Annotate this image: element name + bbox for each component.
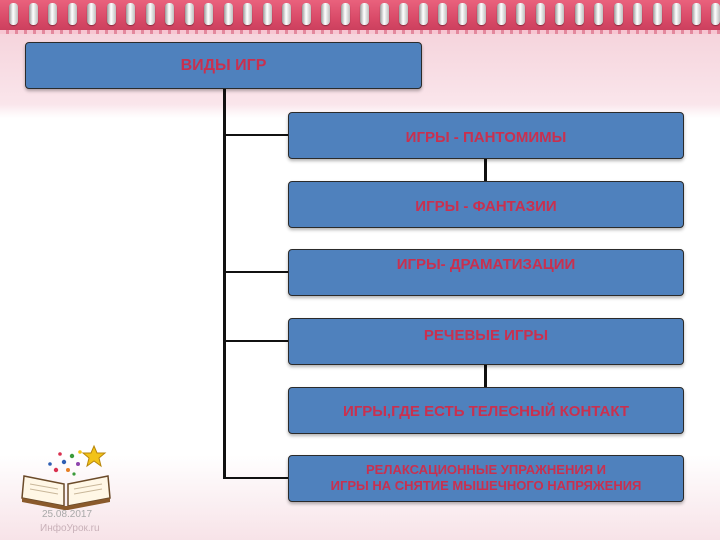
binding-ring: [672, 3, 681, 25]
binding-ring: [302, 3, 311, 25]
connector-link-4-5: [484, 365, 487, 387]
binding-ring: [204, 3, 213, 25]
connector-branch-4: [223, 340, 288, 342]
binding-ring: [536, 3, 545, 25]
binding-ring: [380, 3, 389, 25]
connector-branch-1: [223, 134, 288, 136]
binding-ring: [614, 3, 623, 25]
node-label: ИГРЫ- ДРАМАТИЗАЦИИ: [396, 256, 576, 273]
binding-ring: [497, 3, 506, 25]
node-label-line-2: ИГРЫ НА СНЯТИЕ МЫШЕЧНОГО НАПРЯЖЕНИЯ: [330, 478, 642, 493]
binding-ring: [48, 3, 57, 25]
binding-ring: [87, 3, 96, 25]
binding-ring: [594, 3, 603, 25]
binding-ring: [360, 3, 369, 25]
binding-ring: [477, 3, 486, 25]
node-label: РЕЧЕВЫЕ ИГРЫ: [423, 327, 549, 344]
binding-ring: [555, 3, 564, 25]
connector-link-1-2: [484, 159, 487, 181]
binding-ring: [9, 3, 18, 25]
binding-ring: [321, 3, 330, 25]
binding-ring: [263, 3, 272, 25]
node-speech-games: РЕЧЕВЫЕ ИГРЫ: [288, 318, 684, 365]
binding-ring: [399, 3, 408, 25]
binding-ring: [419, 3, 428, 25]
node-pantomime-games: ИГРЫ - ПАНТОМИМЫ: [288, 112, 684, 159]
binding-ring: [711, 3, 720, 25]
binding-ring: [516, 3, 525, 25]
connector-trunk: [223, 89, 226, 479]
binding-ring: [165, 3, 174, 25]
binding-ring: [575, 3, 584, 25]
node-label: ИГРЫ - ФАНТАЗИИ: [415, 198, 557, 215]
open-book-stars-logo: [21, 444, 111, 510]
root-node-label: ВИДЫ ИГР: [180, 57, 267, 74]
binding-ring: [68, 3, 77, 25]
node-fantasy-games: ИГРЫ - ФАНТАЗИИ: [288, 181, 684, 228]
node-body-contact-games: ИГРЫ,ГДЕ ЕСТЬ ТЕЛЕСНЫЙ КОНТАКТ: [288, 387, 684, 434]
binding-ring: [458, 3, 467, 25]
node-label: ИГРЫ - ПАНТОМИМЫ: [405, 129, 567, 146]
node-label: ИГРЫ,ГДЕ ЕСТЬ ТЕЛЕСНЫЙ КОНТАКТ: [342, 403, 630, 420]
node-relaxation-exercises: РЕЛАКСАЦИОННЫЕ УПРАЖНЕНИЯ И ИГРЫ НА СНЯТ…: [288, 455, 684, 502]
binding-ring: [341, 3, 350, 25]
binding-ring: [126, 3, 135, 25]
binding-stripe: [0, 30, 720, 34]
connector-branch-3: [223, 271, 288, 273]
binding-ring: [653, 3, 662, 25]
binding-ring: [633, 3, 642, 25]
footer-site: ИнфоУрок.ru: [40, 523, 100, 534]
node-dramatization-games: ИГРЫ- ДРАМАТИЗАЦИИ: [288, 249, 684, 296]
binding-ring: [29, 3, 38, 25]
binding-ring: [107, 3, 116, 25]
binding-ring: [224, 3, 233, 25]
node-label-line-1: РЕЛАКСАЦИОННЫЕ УПРАЖНЕНИЯ И: [366, 462, 606, 477]
footer-date: 25.08.2017: [42, 509, 93, 520]
binding-ring: [185, 3, 194, 25]
binding-ring: [438, 3, 447, 25]
binding-ring: [243, 3, 252, 25]
binding-ring: [146, 3, 155, 25]
connector-branch-6: [223, 477, 288, 479]
binding-ring: [692, 3, 701, 25]
binding-ring: [282, 3, 291, 25]
root-node: ВИДЫ ИГР: [25, 42, 422, 89]
